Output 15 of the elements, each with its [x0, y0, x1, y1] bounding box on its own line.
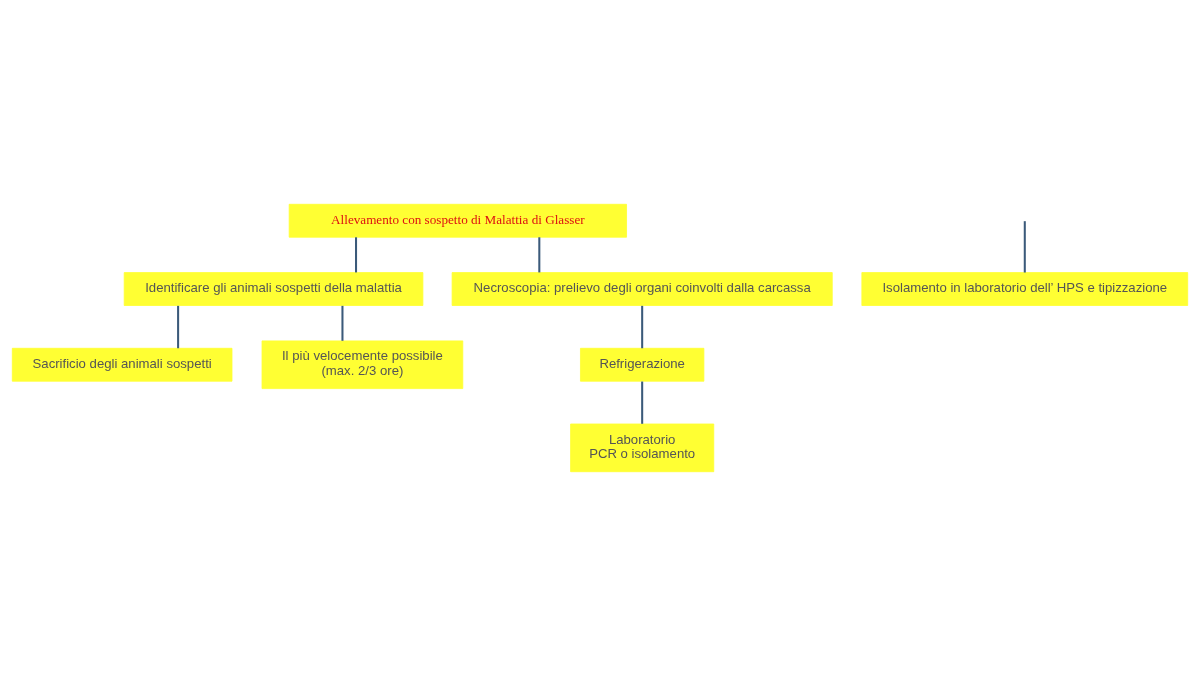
node-box: Identificare gli animali sospetti della malattia: [123, 271, 424, 306]
node-box: Isolamento in laboratorio dell’ HPS e tipizzazione: [861, 271, 1189, 306]
connector: [341, 305, 344, 341]
node-box: Refrigerazione: [580, 347, 705, 382]
node-box: Sacrificio degli animali sospetti: [11, 347, 233, 382]
node-box: Il più velocemente possibile (max. 2/3 ore): [261, 339, 464, 389]
connector: [641, 381, 644, 424]
connector: [641, 305, 644, 348]
node-box: Necroscopia: prelievo degli organi coinvolti dalla carcassa: [451, 271, 833, 306]
connector: [355, 236, 358, 272]
node-box: Laboratorio PCR o isolamento: [570, 423, 715, 472]
connector: [177, 305, 180, 348]
connector: [538, 236, 541, 272]
node-box: Allevamento con sospetto di Malattia di Glasser: [288, 203, 627, 238]
connector: [1023, 220, 1026, 272]
